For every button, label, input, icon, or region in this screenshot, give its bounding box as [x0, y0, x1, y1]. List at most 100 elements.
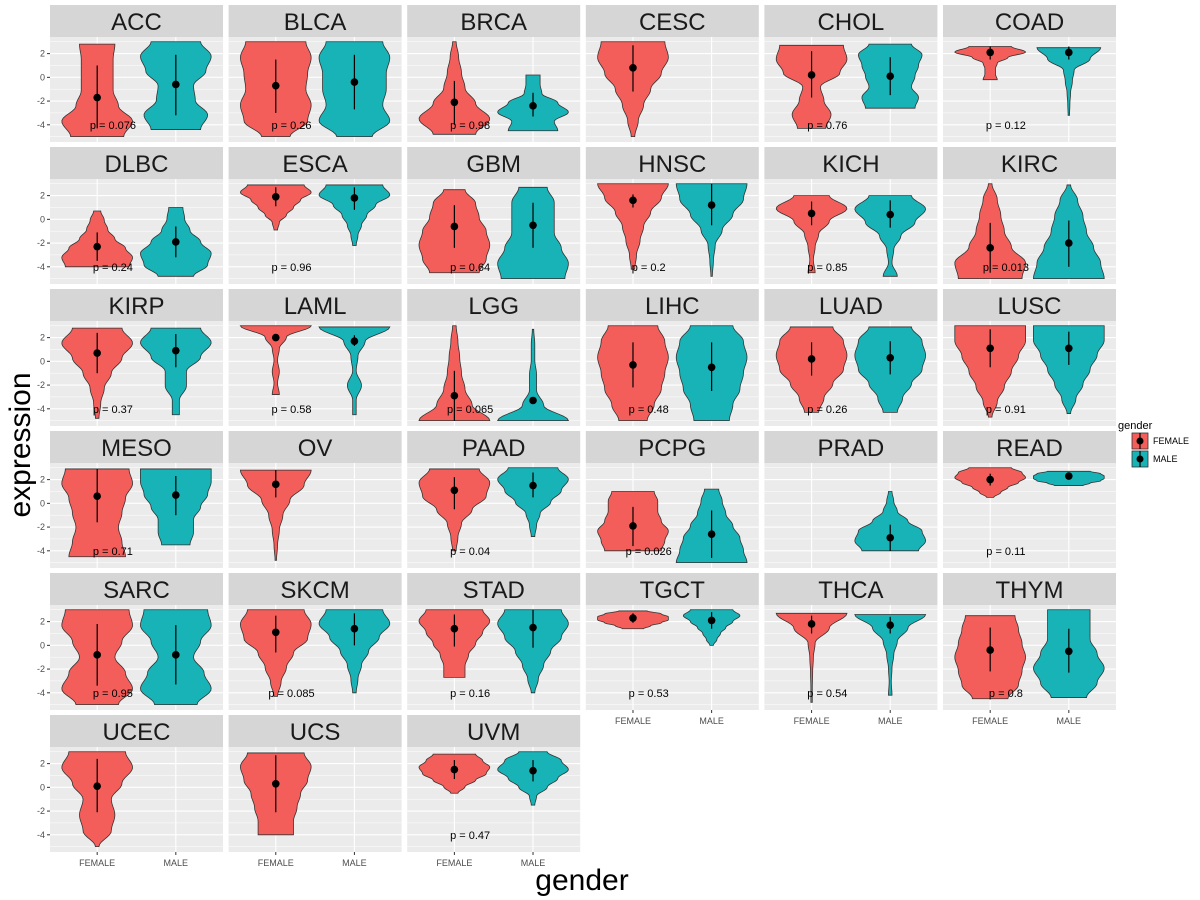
mean-point-female	[807, 71, 816, 79]
violin-male	[854, 195, 926, 277]
facet-strip-label: CHOL	[818, 9, 885, 36]
mean-point-female	[629, 522, 637, 530]
y-tick-label: -4	[37, 262, 45, 272]
facet-strip	[228, 431, 402, 463]
facet-strip	[228, 715, 402, 747]
facet-strip	[50, 147, 223, 179]
mean-point-male	[350, 78, 359, 86]
violin-male	[497, 467, 569, 537]
y-tick-label: 2	[40, 49, 45, 59]
p-value-label: p = 0.53	[629, 688, 669, 700]
mean-point-female	[629, 614, 637, 622]
x-tick-label: FEMALE	[79, 858, 115, 868]
y-tick-label: -2	[37, 238, 45, 248]
facet-strip	[50, 431, 223, 463]
mean-point-female	[807, 355, 816, 363]
facet-strip-label: SKCM	[280, 577, 349, 604]
facet-strip-label: ESCA	[282, 151, 347, 178]
mean-point-female	[450, 391, 459, 400]
y-tick-label: 0	[40, 640, 45, 650]
mean-point-male	[886, 210, 895, 219]
y-tick-label: 2	[40, 333, 45, 343]
violin-female	[240, 609, 312, 697]
facet-strip-label: THCA	[818, 577, 883, 604]
mean-point-male	[350, 337, 359, 345]
legend-title: gender	[1118, 420, 1153, 432]
mean-point-female	[629, 64, 637, 72]
facet-strip	[50, 573, 223, 605]
x-tick-label: MALE	[878, 716, 903, 726]
legend-key-female: FEMALE	[1131, 432, 1189, 450]
violin-male	[496, 328, 570, 422]
violin-female	[240, 184, 312, 231]
x-tick-label: MALE	[342, 858, 367, 868]
p-value-label: p = 0.12	[986, 120, 1026, 132]
facet-strip	[228, 573, 402, 605]
p-value-label: p = 0.26	[807, 404, 847, 416]
mean-point-male	[1065, 344, 1073, 353]
p-value-label: p = 0.2	[632, 262, 666, 274]
facet-strip	[585, 431, 759, 463]
legend-label: MALE	[1153, 454, 1178, 464]
mean-point-male	[707, 616, 716, 625]
mean-point-male	[172, 651, 180, 659]
x-tick-label: FEMALE	[615, 716, 651, 726]
violin-female	[239, 325, 312, 395]
mean-point-male	[886, 72, 895, 80]
mean-point-female	[271, 333, 280, 342]
mean-point-male	[1065, 48, 1073, 57]
violin-male	[1033, 325, 1105, 414]
y-tick-label: 2	[40, 617, 45, 627]
mean-point-male	[529, 102, 537, 110]
mean-point-male	[172, 346, 180, 355]
facet-strip-label: READ	[996, 435, 1063, 462]
mean-point-male	[529, 623, 537, 632]
y-tick-label: -4	[37, 688, 45, 698]
p-value-label: p = 0.58	[271, 404, 311, 416]
violin-male	[497, 609, 569, 694]
y-tick-label: -4	[37, 830, 45, 840]
facet-strip-label: KIRP	[108, 293, 164, 320]
legend: gender FEMALE MALE	[1118, 420, 1189, 468]
facet-strip-label: ACC	[111, 9, 162, 36]
p-value-label: p = 0.16	[450, 688, 490, 700]
facet-strip	[585, 5, 759, 37]
y-tick-label: -2	[37, 380, 45, 390]
mean-point-female	[271, 192, 280, 201]
y-tick-label: -2	[37, 522, 45, 532]
mean-point-male	[886, 621, 895, 629]
x-tick-label: MALE	[1057, 716, 1082, 726]
facet-strip-label: KIRC	[1001, 151, 1058, 178]
facet-strip-label: LUAD	[819, 293, 883, 320]
violin-female	[61, 327, 133, 419]
violin-male	[1036, 47, 1102, 116]
mean-point-male	[1065, 472, 1073, 480]
facet-strip-label: DLBC	[104, 151, 168, 178]
facet-strip-label: PRAD	[818, 435, 885, 462]
legend-label: FEMALE	[1153, 436, 1189, 446]
facet-strip	[764, 5, 938, 37]
facet-strip	[585, 573, 759, 605]
facet-strip	[943, 431, 1116, 463]
facet-strip-label: CESC	[639, 9, 706, 36]
panel-background	[228, 321, 402, 426]
p-value-label: p = 0.013	[983, 262, 1029, 274]
violin-female	[954, 46, 1026, 81]
mean-point-female	[807, 620, 816, 628]
facet-strip	[50, 5, 223, 37]
legend-point-icon	[1136, 437, 1144, 445]
facet-strip-label: GBM	[466, 151, 521, 178]
